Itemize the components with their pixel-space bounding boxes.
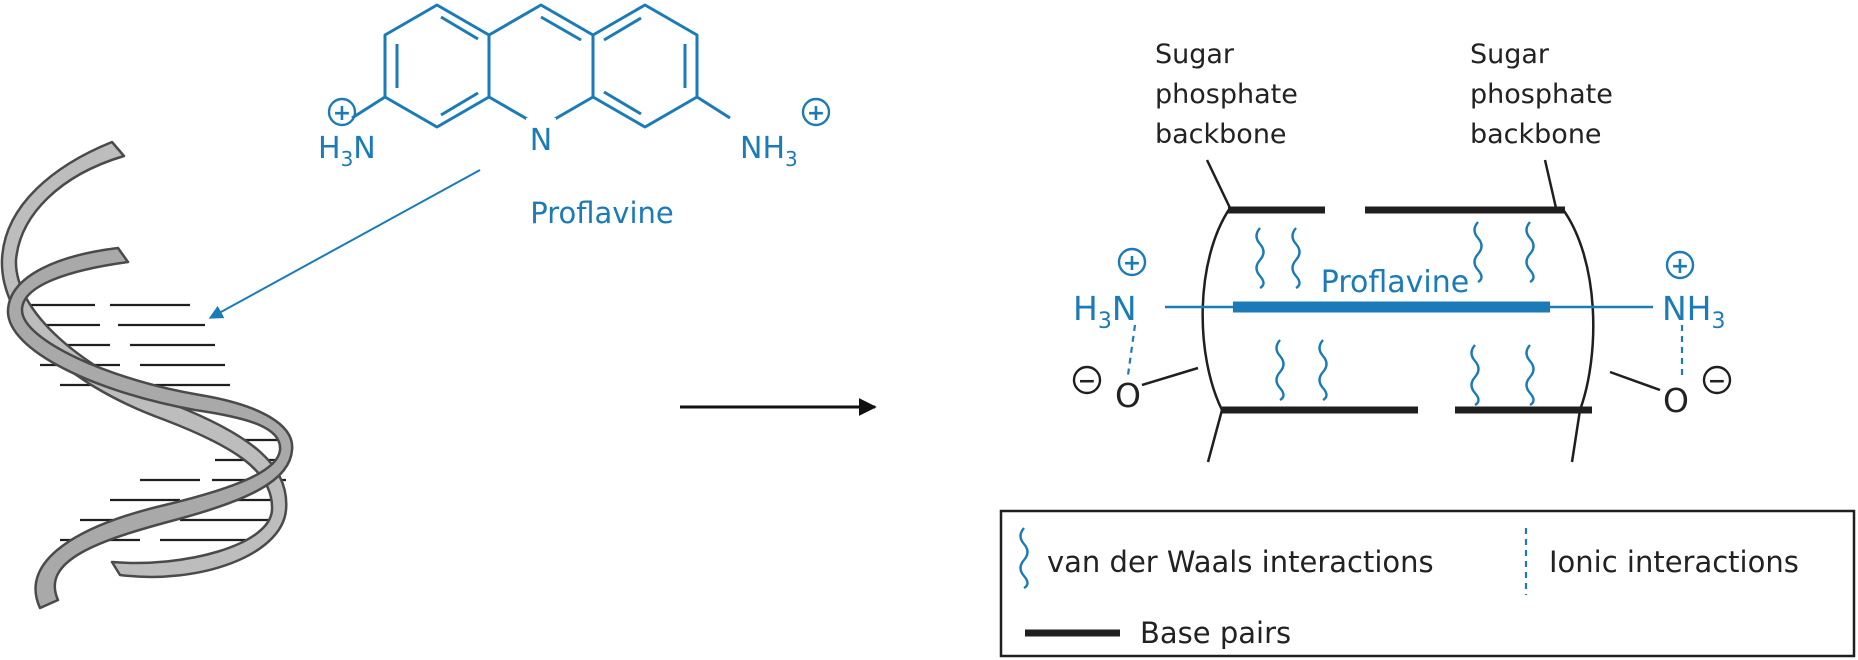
molecule-left-amine-label: H3N bbox=[318, 131, 376, 171]
detail-left-amine-label: H3N bbox=[1073, 289, 1137, 334]
detail-left-positive-charge-icon bbox=[1117, 247, 1147, 277]
legend-vdw-squiggle-icon bbox=[1019, 527, 1029, 590]
detail-right-negative-sign: − bbox=[1708, 369, 1726, 394]
detail-left-negative-sign: − bbox=[1078, 369, 1096, 394]
detail-right-oxygen: O bbox=[1663, 381, 1689, 420]
molecule-right-positive-charge-icon bbox=[801, 97, 831, 127]
proflavine-structure bbox=[351, 3, 731, 129]
helix-strand-b bbox=[6, 246, 294, 610]
backbone-left-label: Sugar phosphate backbone bbox=[1155, 39, 1306, 150]
detail-left-oxygen: O bbox=[1115, 376, 1141, 415]
legend-box: van der Waals interactions Ionic interac… bbox=[999, 509, 1856, 658]
detail-right-negative-charge-icon bbox=[1702, 365, 1732, 395]
detail-right-positive-charge-icon bbox=[1665, 250, 1695, 280]
detail-left-negative-charge-icon bbox=[1072, 365, 1102, 395]
molecule-left-positive-charge-icon bbox=[327, 97, 357, 127]
dna-double-helix bbox=[0, 140, 294, 610]
right-backbone-curve bbox=[1560, 207, 1595, 411]
legend-base-pairs-label: Base pairs bbox=[1140, 616, 1291, 650]
legend-vdw-label: van der Waals interactions bbox=[1047, 545, 1434, 579]
ring-n-background bbox=[526, 118, 556, 150]
detail-left-positive-sign: + bbox=[1123, 251, 1141, 276]
molecule-name-label: Proflavine bbox=[530, 196, 674, 230]
molecule-right-charge-sign: + bbox=[807, 101, 825, 126]
molecule-right-amine-label: NH3 bbox=[740, 131, 798, 171]
intercalation-detail: Sugar phosphate backbone Sugar phosphate… bbox=[1072, 39, 1732, 463]
backbone-right-label: Sugar phosphate backbone bbox=[1470, 39, 1621, 150]
vdw-squiggles bbox=[1255, 221, 1535, 407]
detail-right-amine-label: NH3 bbox=[1662, 289, 1726, 334]
ring-nitrogen-label: N bbox=[530, 123, 552, 158]
intercalated-proflavine-label: Proflavine bbox=[1321, 265, 1469, 300]
intercalation-arrow bbox=[208, 169, 481, 319]
left-backbone-curve bbox=[1201, 207, 1232, 411]
detail-right-positive-sign: + bbox=[1671, 254, 1689, 279]
detail-base-pairs bbox=[1222, 206, 1592, 414]
molecule-left-charge-sign: + bbox=[333, 101, 351, 126]
legend-ionic-label: Ionic interactions bbox=[1549, 545, 1799, 579]
